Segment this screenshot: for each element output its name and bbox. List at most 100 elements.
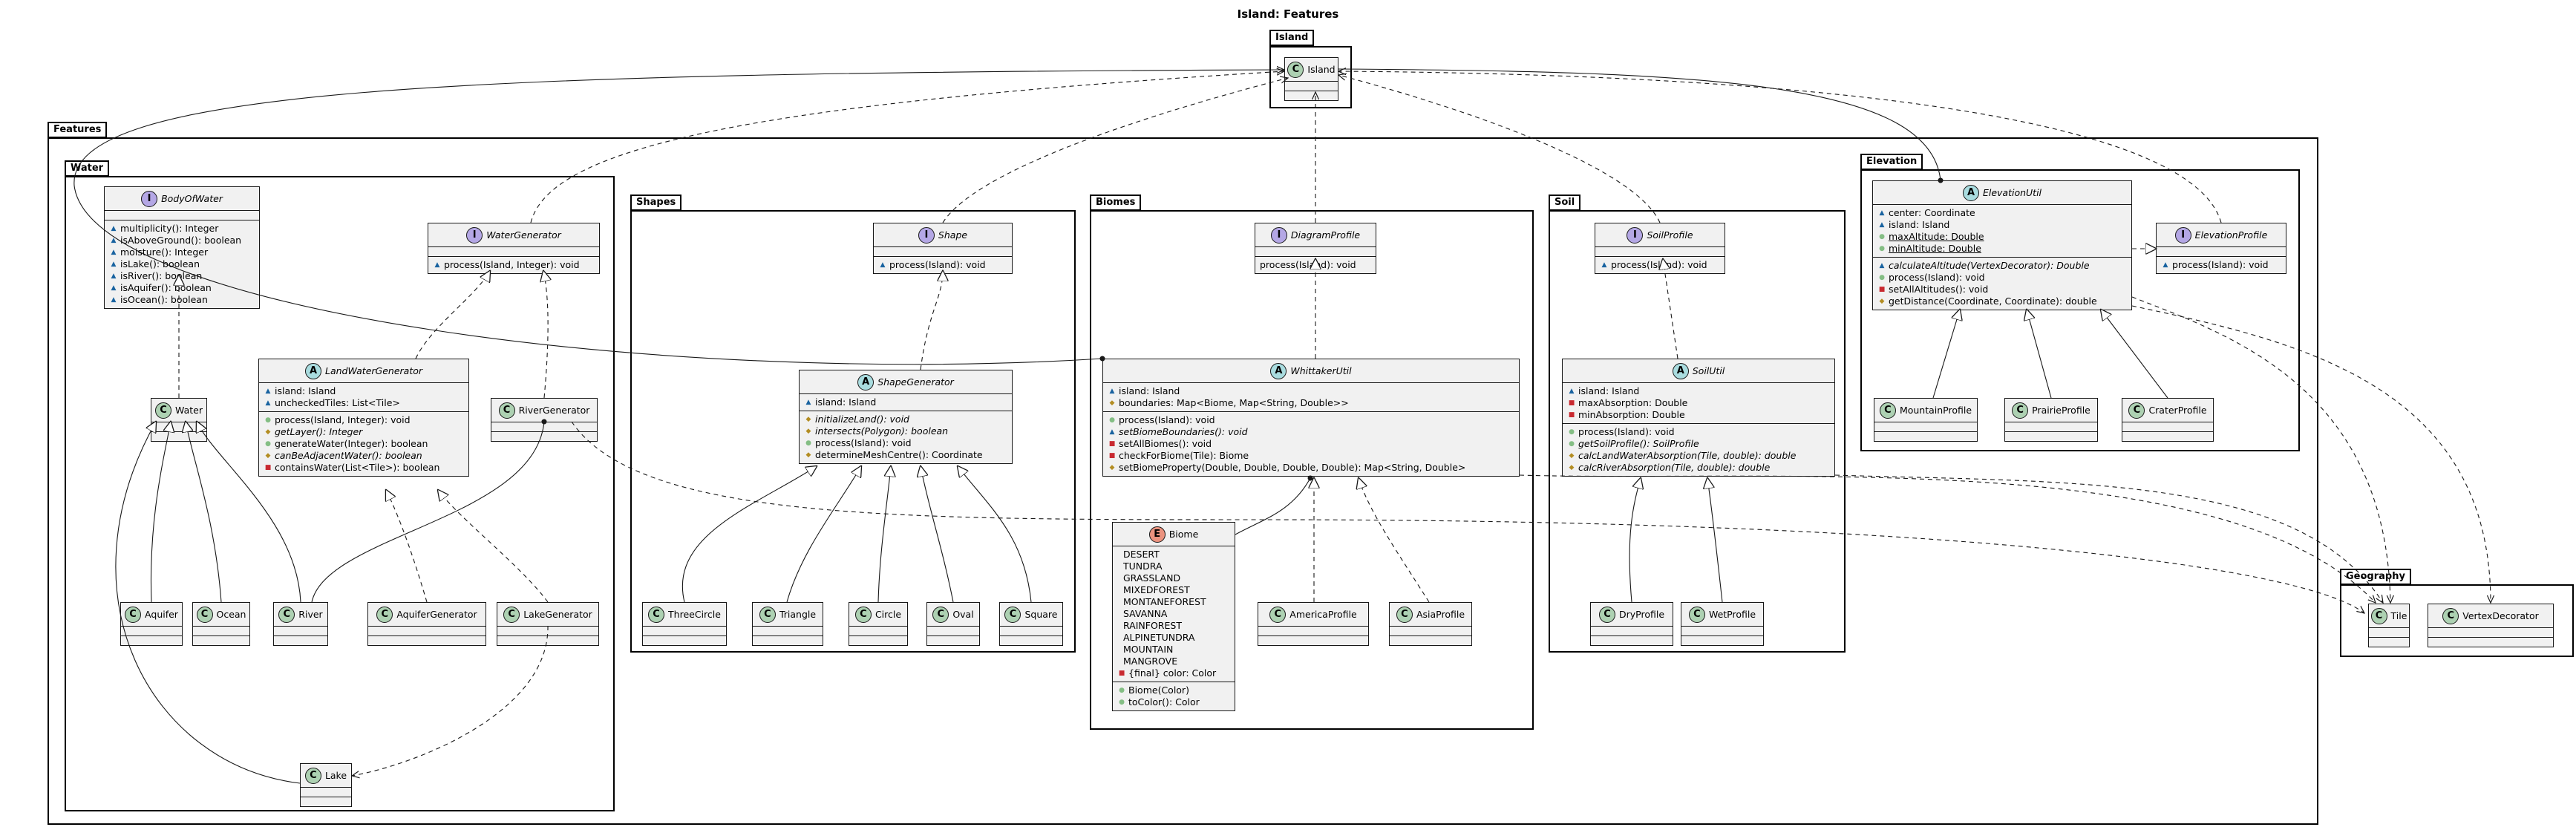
gen-lake-water: [115, 422, 301, 784]
stereotype-icon: C: [759, 606, 776, 623]
member-row: ▲center: Coordinate: [1877, 207, 2127, 219]
fields-section: [927, 627, 979, 636]
methods-section: ●Biome(Color)●toColor(): Color: [1113, 682, 1235, 710]
member-text: maxAbsorption: Double: [1578, 397, 1688, 408]
member-text: island: Island: [1889, 219, 1950, 230]
member-text: containsWater(List<Tile>): boolean: [275, 462, 440, 473]
member-row: MONTANEFOREST: [1117, 596, 1230, 608]
visibility-icon: ●: [1119, 687, 1125, 694]
fields-section: ▲island: Island◆boundaries: Map<Biome, M…: [1103, 383, 1519, 412]
member-text: process(Island, Integer): void: [275, 414, 411, 425]
member-text: RAINFOREST: [1123, 620, 1182, 631]
fields-section: ▲island: Island▲uncheckedTiles: List<Til…: [259, 383, 468, 412]
visibility-icon: ▲: [111, 225, 117, 232]
member-text: getDistance(Coordinate, Coordinate): dou…: [1889, 295, 2097, 307]
stereotype-icon: C: [1598, 606, 1615, 623]
member-text: toColor(): Color: [1128, 696, 1200, 708]
stereotype-icon: C: [155, 402, 172, 419]
fields-section: ▲island: Island: [800, 394, 1012, 411]
gen-square-shapegen: [958, 466, 1032, 603]
member-row: ◆calcLandWaterAbsorption(Tile, double): …: [1567, 450, 1830, 462]
visibility-icon: ●: [1879, 274, 1885, 281]
gen-aquifer-water: [150, 422, 171, 603]
gen-threecircle-shapegen: [682, 466, 817, 603]
stereotype-icon: A: [1672, 362, 1689, 379]
visibility-icon: ◆: [1109, 399, 1115, 407]
member-row: ●maxAltitude: Double: [1877, 231, 2127, 243]
package-geography-tab: Geography: [2340, 569, 2411, 585]
visibility-icon: ▲: [1601, 261, 1607, 269]
member-text: getSoilProfile(): SoilProfile: [1578, 438, 1699, 449]
member-text: generateWater(Integer): boolean: [275, 438, 428, 449]
member-row: ■containsWater(List<Tile>): boolean: [264, 462, 464, 474]
visibility-icon: ▲: [111, 249, 117, 256]
gen-river-water: [197, 422, 301, 603]
member-text: isAboveGround(): boolean: [120, 235, 242, 246]
member-row: TUNDRA: [1117, 561, 1230, 572]
class-name: DryProfile: [1618, 609, 1665, 620]
member-row: ●process(Island): void: [1567, 426, 1830, 438]
member-text: island: Island: [815, 396, 877, 408]
stereotype-icon: C: [2442, 607, 2459, 624]
member-row: ●Biome(Color): [1117, 684, 1230, 696]
member-text: isOcean(): boolean: [120, 294, 208, 305]
member-row: ▲isAboveGround(): boolean: [109, 235, 255, 246]
member-text: intersects(Polygon): boolean: [815, 425, 949, 437]
class-name: DiagramProfile: [1290, 229, 1361, 241]
stereotype-icon: C: [2370, 607, 2387, 624]
member-row: ▲island: Island: [804, 396, 1007, 408]
stereotype-icon: A: [1270, 362, 1287, 379]
member-row: ◆boundaries: Map<Biome, Map<String, Doub…: [1108, 397, 1514, 409]
member-row: ●process(Island): void: [804, 437, 1007, 449]
class-name: Water: [175, 405, 203, 416]
fields-section: [2369, 628, 2409, 638]
member-text: setAllBiomes(): void: [1119, 438, 1212, 449]
package-features-tab: Features: [48, 122, 108, 138]
stereotype-icon: C: [2012, 402, 2029, 419]
class-name: ThreeCircle: [668, 609, 721, 620]
fields-section: [1874, 422, 1977, 432]
fields-section: ▲island: Island■maxAbsorption: Double■mi…: [1563, 383, 1834, 424]
gen-wet-soilutil: [1707, 478, 1723, 603]
gen-circle-shapegen: [877, 466, 891, 603]
class-name: AquiferGenerator: [396, 609, 477, 620]
